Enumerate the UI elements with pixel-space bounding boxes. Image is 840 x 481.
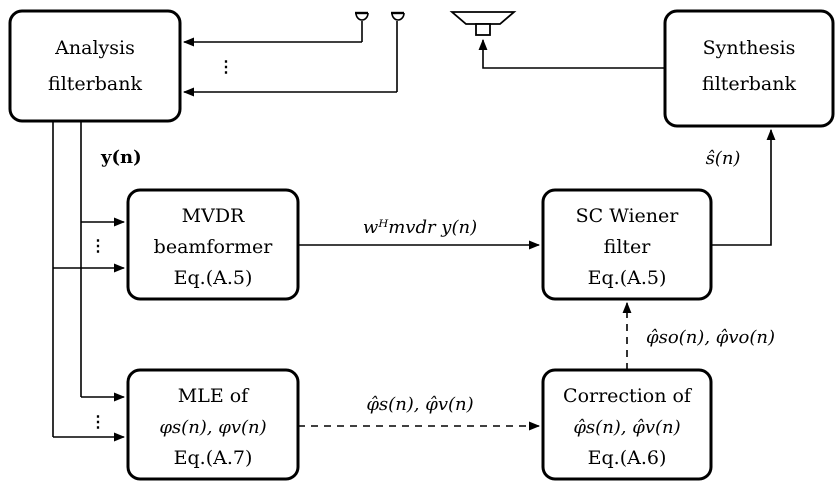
mle-label-1: MLE of [178,385,250,407]
analysis-label-2: filterbank [48,73,142,95]
analysis-label-1: Analysis [54,37,135,59]
beamformer-output-label: wᴴmvdr y(n) [363,217,477,238]
wiener-to-synthesis-arrow [711,128,776,246]
wiener-label-1: SC Wiener [576,205,680,227]
synthesis-label-1: Synthesis [703,37,796,59]
synthesis-label-2: filterbank [702,73,796,95]
mle-label-2: φs(n), φv(n) [159,417,266,438]
mle-input-ellipsis: ⋮ [90,412,106,431]
estimate-label: φ̂s(n), φ̂v(n) [366,394,473,415]
mvdr-label-2: beamformer [154,236,274,258]
synthesis-filterbank-box [663,9,835,128]
synthesis-to-speaker-arrow [478,38,665,69]
correction-label-2: φ̂s(n), φ̂v(n) [573,417,680,438]
analysis-filterbank-box [8,9,182,123]
mle-box [126,368,300,481]
y-signal-label: y(n) [100,147,142,168]
correction-label-3: Eq.(A.6) [588,447,667,469]
microphone-icon [391,11,405,92]
mic-ellipsis: ⋮ [218,57,234,76]
mvdr-label-1: MVDR [182,205,245,227]
mle-label-3: Eq.(A.7) [174,447,253,469]
mvdr-input-ellipsis: ⋮ [90,236,106,255]
correction-label-1: Correction of [563,385,693,407]
mvdr-label-3: Eq.(A.5) [174,267,253,289]
wiener-label-3: Eq.(A.5) [588,267,667,289]
loudspeaker-icon [449,11,517,36]
wiener-label-2: filter [604,236,652,258]
s-hat-label: ŝ(n) [706,148,741,169]
microphone-icon [355,11,369,42]
corrected-estimate-label: φ̂so(n), φ̂vo(n) [646,327,775,348]
